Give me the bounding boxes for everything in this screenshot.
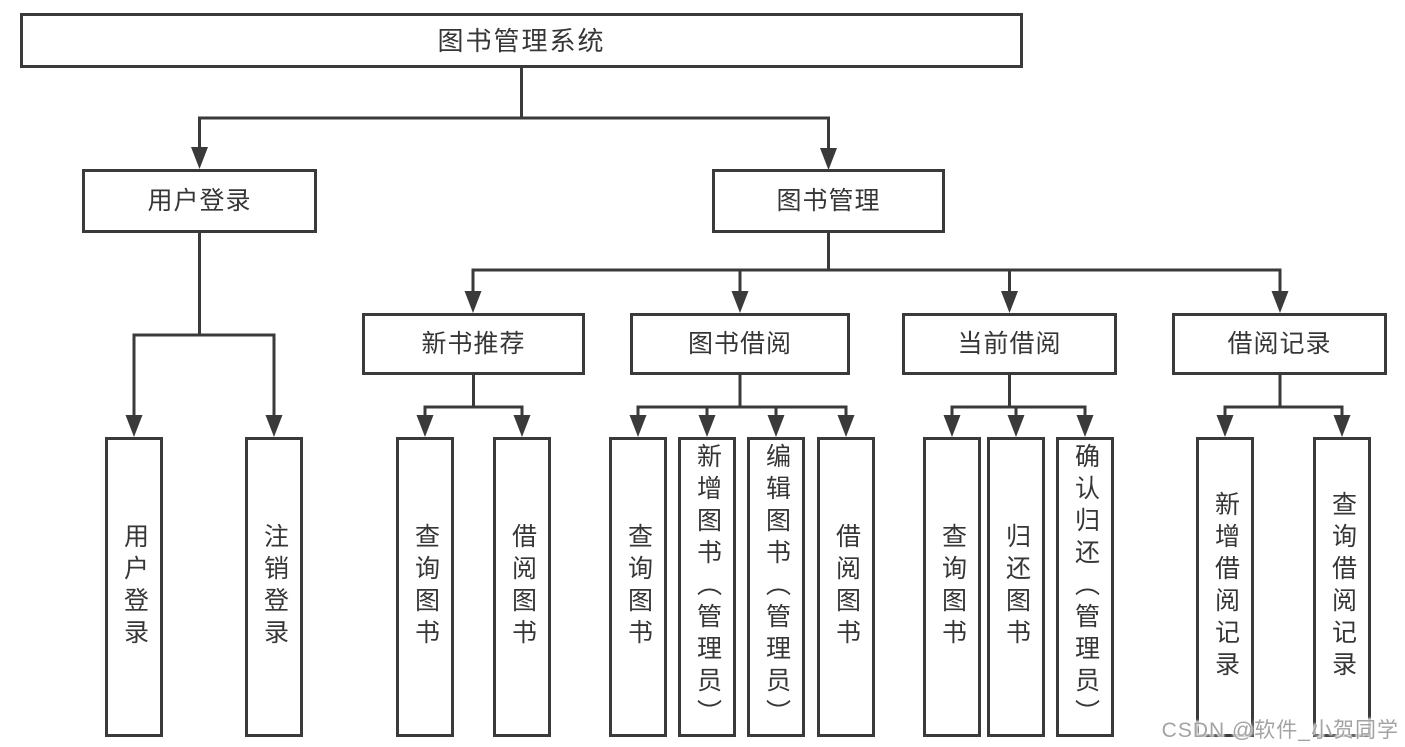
node-label: 新增图书（管理员）	[693, 443, 722, 731]
node-new-book-recommendation: 新书推荐	[362, 313, 585, 375]
arrow-heads	[125, 147, 1351, 437]
node-label: 借阅记录	[1227, 329, 1332, 358]
node-label: 借阅图书	[508, 523, 537, 651]
node-book-management: 图书管理	[712, 169, 945, 233]
node-query-books-current: 查询图书	[923, 437, 981, 737]
node-label: 新增借阅记录	[1211, 491, 1240, 683]
node-label: 查询图书	[938, 523, 967, 651]
node-borrowing-records: 借阅记录	[1172, 313, 1387, 375]
node-label: 确认归还（管理员）	[1071, 443, 1100, 731]
node-label: 归还图书	[1002, 523, 1031, 651]
node-label: 查询借阅记录	[1328, 491, 1357, 683]
node-label: 用户登录	[120, 523, 149, 651]
node-add-borrowing-record: 新增借阅记录	[1196, 437, 1254, 737]
node-query-books-borrowing: 查询图书	[609, 437, 667, 737]
node-query-borrowing-record: 查询借阅记录	[1313, 437, 1371, 737]
node-label: 借阅图书	[832, 523, 861, 651]
tree-edges	[132, 66, 1344, 421]
node-borrow-books-recommend: 借阅图书	[493, 437, 551, 737]
node-label: 查询图书	[624, 523, 653, 651]
node-return-books: 归还图书	[987, 437, 1045, 737]
node-label: 图书管理系统	[437, 25, 606, 56]
node-confirm-return-admin: 确认归还（管理员）	[1056, 437, 1114, 737]
node-user-login-leaf: 用户登录	[105, 437, 163, 737]
node-book-borrowing: 图书借阅	[630, 313, 850, 375]
watermark-text: CSDN @软件_小贺同学	[1161, 719, 1399, 742]
node-label: 查询图书	[411, 523, 440, 651]
node-label: 当前借阅	[957, 329, 1062, 358]
node-edit-books-admin: 编辑图书（管理员）	[747, 437, 805, 737]
node-label: 图书借阅	[687, 329, 792, 358]
node-label: 图书管理	[776, 186, 881, 215]
node-label: 注销登录	[260, 523, 289, 651]
node-user-login: 用户登录	[82, 169, 317, 233]
node-label: 用户登录	[147, 186, 252, 215]
node-query-books-recommend: 查询图书	[396, 437, 454, 737]
node-label: 新书推荐	[421, 329, 526, 358]
node-add-books-admin: 新增图书（管理员）	[678, 437, 736, 737]
node-label: 编辑图书（管理员）	[762, 443, 791, 731]
node-library-management-system: 图书管理系统	[20, 13, 1023, 68]
node-borrow-books-leaf: 借阅图书	[817, 437, 875, 737]
node-current-borrowing: 当前借阅	[902, 313, 1117, 375]
node-logout: 注销登录	[245, 437, 303, 737]
